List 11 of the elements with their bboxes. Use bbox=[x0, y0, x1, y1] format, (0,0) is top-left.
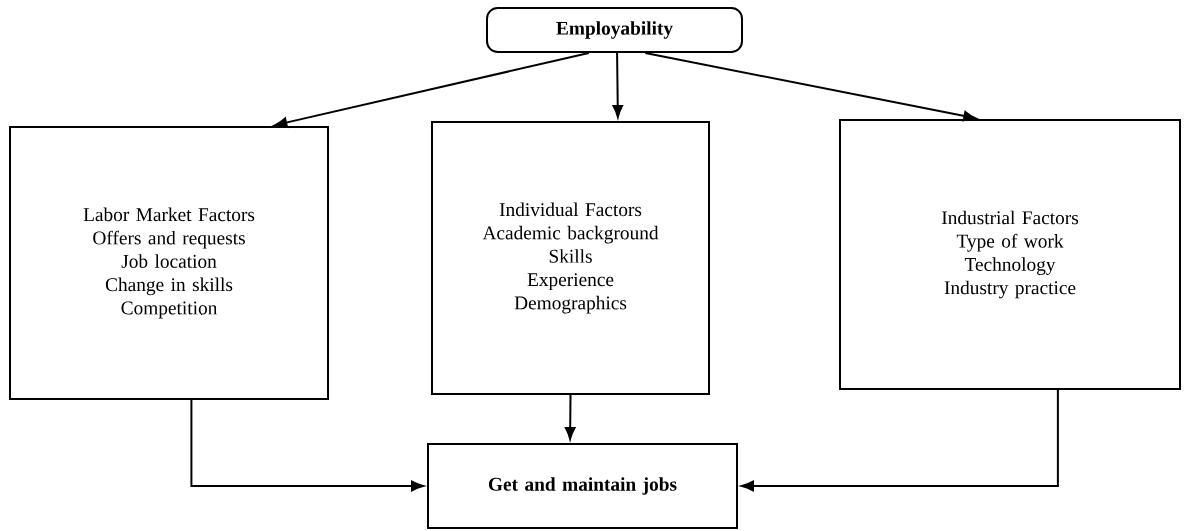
title-box: Employability bbox=[486, 7, 743, 53]
arrow bbox=[274, 52, 590, 128]
factor-box: Labor Market Factors Offers and requests Job location Change in skills Competition bbox=[9, 126, 329, 400]
arrow bbox=[190, 399, 424, 492]
factor-box: Industrial Factors Type of work Technology Industry practice bbox=[839, 119, 1181, 390]
arrow bbox=[612, 52, 623, 118]
outcome-box: Get and maintain jobs bbox=[427, 443, 738, 529]
arrow bbox=[644, 52, 977, 122]
arrow bbox=[564, 394, 576, 440]
factor-box: Individual Factors Academic background Skills Experience Demographics bbox=[431, 121, 710, 395]
arrow bbox=[741, 389, 1059, 492]
